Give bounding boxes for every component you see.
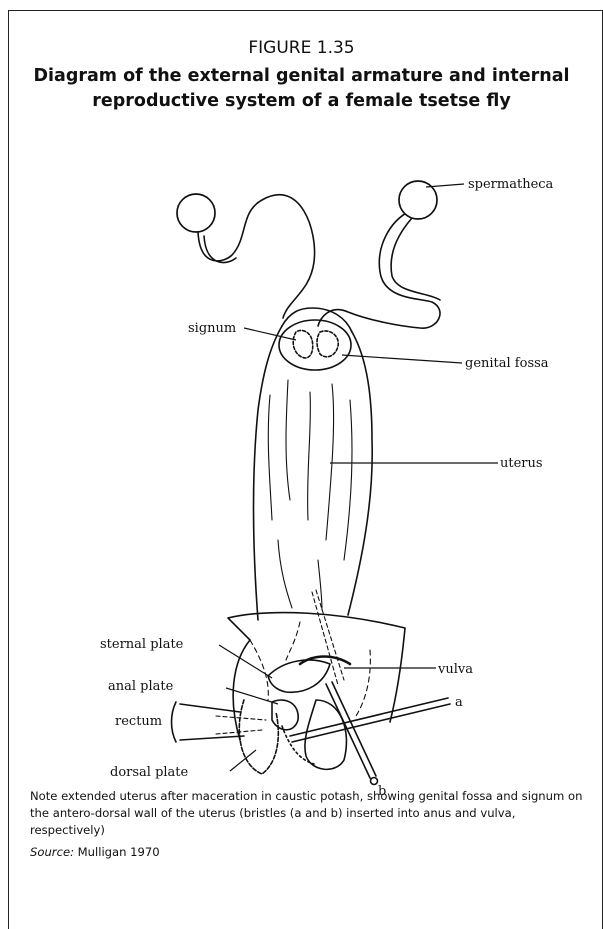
label-spermatheca: spermatheca (468, 177, 554, 192)
uterus-wrinkle (318, 560, 322, 610)
bristle-b (326, 682, 376, 778)
source-text: Mulligan 1970 (78, 845, 160, 859)
uterus-wrinkle (268, 395, 272, 520)
inner-canal (312, 592, 338, 685)
right-spermatheca-duct-outer (391, 218, 440, 300)
uterus-wrinkle (344, 400, 352, 560)
uterus-wrinkle (326, 384, 334, 540)
leader-signum (244, 328, 296, 340)
label-bristle-a: a (455, 695, 463, 710)
rectum-dash (216, 716, 266, 734)
genital-fossa-outline (279, 320, 351, 370)
signum-left-lobe (293, 330, 313, 358)
source-label: Source: (30, 845, 74, 859)
leader-genital-fossa (342, 355, 462, 363)
label-anal-plate: anal plate (108, 679, 174, 694)
segment-dash (356, 650, 370, 716)
label-signum: signum (188, 321, 236, 336)
figure-source: Source: Mulligan 1970 (30, 845, 590, 859)
label-genital-fossa: genital fossa (465, 356, 549, 371)
label-uterus: uterus (500, 456, 543, 471)
sternal-plate-shape (268, 660, 330, 692)
right-spermatheca-duct (318, 212, 440, 328)
uterus-wrinkle (286, 380, 290, 500)
segment-dash (286, 622, 300, 660)
label-vulva: vulva (437, 662, 473, 677)
leader-spermatheca (426, 184, 464, 187)
label-rectum: rectum (115, 714, 162, 729)
label-sternal-plate: sternal plate (100, 637, 184, 652)
figure-note: Note extended uterus after maceration in… (30, 788, 590, 839)
left-spermatheca (177, 194, 215, 232)
leader-sternal-plate (219, 645, 272, 678)
uterus-wrinkle (308, 392, 311, 520)
bristle-b-tip (371, 778, 378, 785)
signum-right-lobe (317, 331, 338, 357)
uterus-wrinkle (278, 540, 292, 608)
label-dorsal-plate: dorsal plate (110, 765, 189, 780)
